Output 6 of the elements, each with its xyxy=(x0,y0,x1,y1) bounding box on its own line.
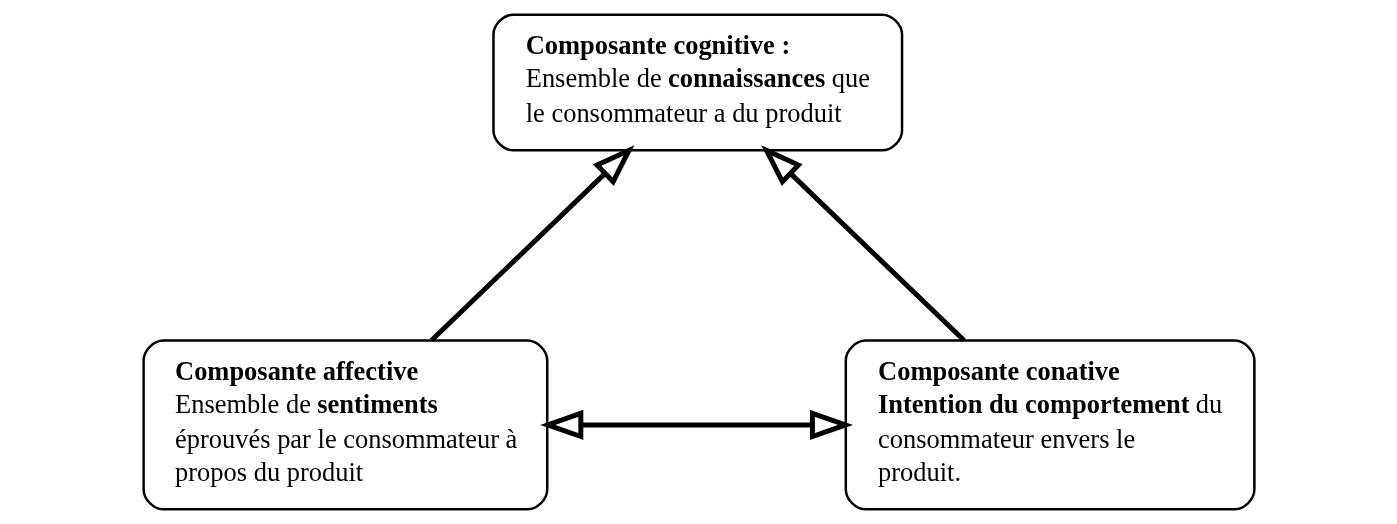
arrow xyxy=(539,409,853,440)
node-box: Composante conative Intention du comportement du consommateur envers le produit. xyxy=(844,339,1256,511)
node-box: Composante affective Ensemble de sentiments éprouvés par le consommateur à propos du produit xyxy=(141,339,548,511)
arrow xyxy=(760,145,966,343)
node-box: Composante cognitive : Ensemble de connaissances que le consommateur a du produit xyxy=(491,13,903,152)
arrow xyxy=(429,145,634,343)
